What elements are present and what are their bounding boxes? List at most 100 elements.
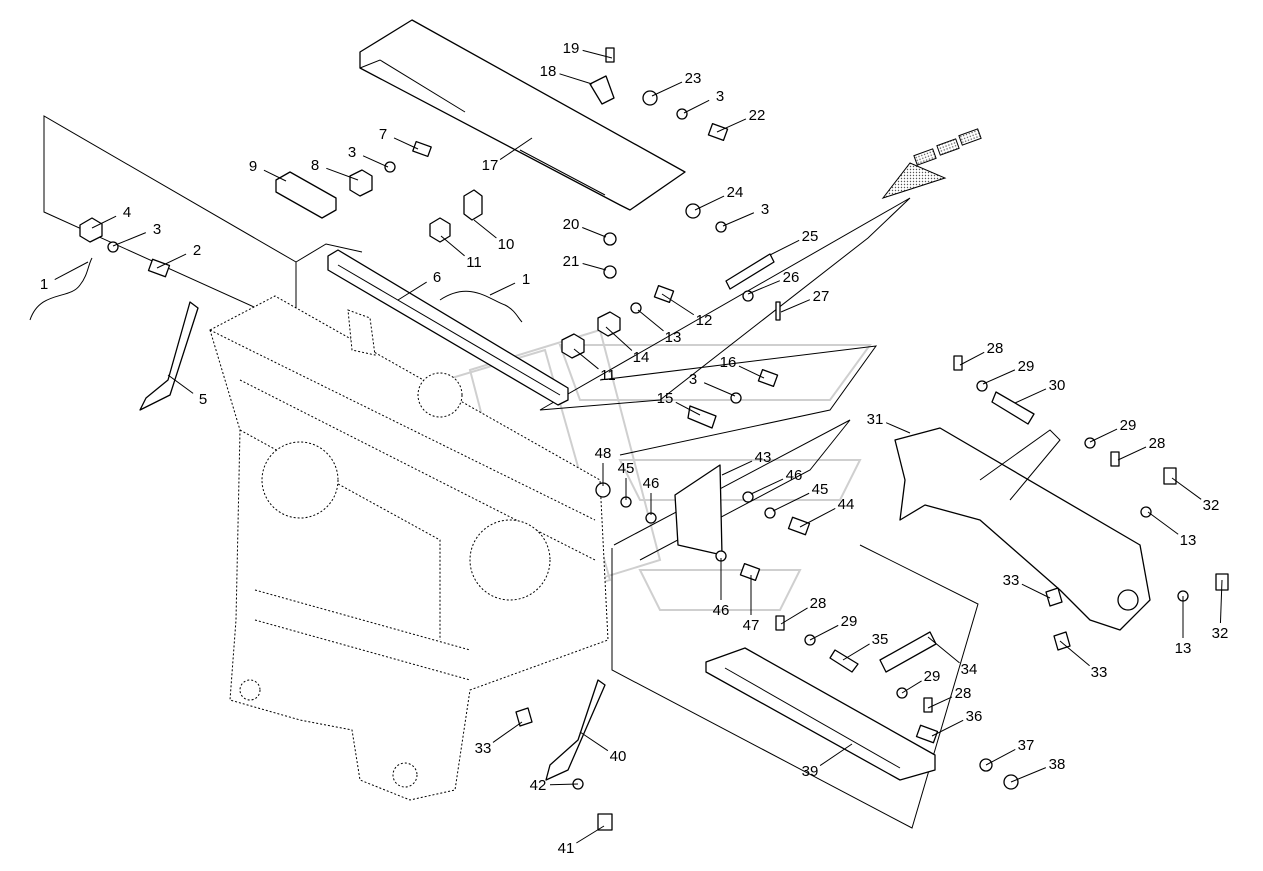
part-6-rail — [327, 249, 569, 406]
leader-line-c35 — [842, 643, 870, 661]
callout-c45b: 45 — [812, 481, 829, 498]
callout-c3e: 3 — [689, 371, 697, 388]
leader-line-c32b — [1219, 579, 1223, 624]
callout-c47: 47 — [743, 617, 760, 634]
leader-line-c18 — [559, 73, 593, 85]
leader-line-c29d — [901, 680, 922, 694]
leader-line-c42 — [549, 783, 579, 786]
callout-c29d: 29 — [924, 668, 941, 685]
callout-c1b: 1 — [522, 271, 530, 288]
leader-line-c22 — [716, 118, 747, 133]
callout-c45a: 45 — [618, 460, 635, 477]
callout-c44: 44 — [838, 496, 855, 513]
callout-c5: 5 — [199, 391, 207, 408]
part-17-cover — [359, 19, 686, 211]
leader-line-c15 — [675, 401, 701, 416]
leader-line-c32a — [1171, 477, 1202, 500]
leader-line-c28b — [1117, 446, 1147, 461]
callout-c42: 42 — [530, 777, 547, 794]
leader-line-c27 — [780, 299, 811, 313]
part-25-pin — [725, 253, 775, 290]
callout-c11b: 11 — [600, 367, 616, 384]
callout-c46c: 46 — [713, 602, 730, 619]
part-30-tube — [991, 391, 1035, 425]
callout-c24: 24 — [727, 184, 744, 201]
callout-c19: 19 — [563, 40, 580, 57]
callout-c3a: 3 — [716, 88, 724, 105]
callout-c12: 12 — [696, 312, 713, 329]
callout-c26: 26 — [783, 269, 800, 286]
part-39-shield — [705, 647, 936, 781]
callout-c14: 14 — [633, 349, 650, 366]
callout-c13a: 13 — [665, 329, 682, 346]
callout-c15: 15 — [657, 390, 674, 407]
leader-line-c3a — [683, 99, 710, 114]
part-14-plate — [597, 311, 621, 337]
leader-line-c39 — [819, 743, 853, 767]
leader-line-c7 — [393, 137, 419, 150]
leader-line-c28c — [780, 607, 808, 625]
leader-line-c26 — [747, 280, 781, 295]
leader-line-c14 — [605, 326, 633, 351]
leader-line-c1a — [54, 261, 89, 280]
callout-c46b: 46 — [786, 467, 803, 484]
callout-c3b: 3 — [348, 144, 356, 161]
direction-arrow-icon — [881, 128, 982, 199]
leader-line-c40 — [579, 731, 609, 752]
leader-line-c6 — [397, 281, 427, 301]
callout-c30: 30 — [1049, 377, 1066, 394]
part-1-cable-left — [29, 257, 93, 321]
leader-line-c13a — [637, 309, 664, 332]
leader-line-c28a — [959, 351, 985, 366]
part-8-clip — [349, 169, 373, 197]
callout-c27: 27 — [813, 288, 830, 305]
callout-c40: 40 — [610, 748, 627, 765]
leader-line-c45b — [772, 492, 810, 512]
callout-c38: 38 — [1049, 756, 1066, 773]
leader-line-c36 — [931, 719, 964, 737]
leader-line-c10 — [473, 219, 497, 239]
part-9-bracket — [275, 171, 337, 219]
callout-c4: 4 — [123, 204, 131, 221]
leader-line-c11b — [573, 348, 599, 370]
callout-c46a: 46 — [643, 475, 660, 492]
leader-line-c33b — [1059, 640, 1090, 667]
leader-line-c33c — [492, 721, 523, 743]
callout-c43: 43 — [755, 449, 772, 466]
part-4-clip — [79, 217, 103, 243]
part-1-cable-right — [439, 290, 523, 323]
callout-c16: 16 — [720, 354, 737, 371]
leader-line-c4 — [91, 215, 117, 229]
callout-c31: 31 — [867, 411, 884, 428]
part-35-tube — [829, 649, 859, 673]
callout-c33b: 33 — [1091, 664, 1108, 681]
callout-c33c: 33 — [475, 740, 492, 757]
callout-c9: 9 — [249, 158, 257, 175]
leader-line-c3e — [703, 382, 736, 397]
callout-c29b: 29 — [1120, 417, 1137, 434]
leader-line-c5 — [167, 374, 194, 394]
callout-c10: 10 — [498, 236, 515, 253]
callout-c8: 8 — [311, 157, 319, 174]
callout-c33a: 33 — [1003, 572, 1020, 589]
callout-c11a: 11 — [466, 254, 482, 271]
leader-line-c20 — [582, 227, 607, 238]
callout-c37: 37 — [1018, 737, 1035, 754]
leader-line-c25 — [769, 239, 800, 256]
leader-line-c17 — [499, 137, 533, 161]
callout-c28b: 28 — [1149, 435, 1166, 452]
callout-c48: 48 — [595, 445, 612, 462]
callout-c17: 17 — [482, 157, 499, 174]
callout-c13c: 13 — [1175, 640, 1192, 657]
leader-line-c37 — [985, 749, 1016, 766]
leader-line-c33a — [1021, 583, 1051, 599]
leader-line-c44 — [799, 508, 836, 528]
callout-c2: 2 — [193, 242, 201, 259]
leader-line-c16 — [738, 365, 765, 379]
callout-c32b: 32 — [1212, 625, 1229, 642]
leader-line-c2 — [156, 253, 187, 269]
callout-c3d: 3 — [153, 221, 161, 238]
leader-line-c11a — [440, 235, 465, 257]
part-34-tube — [879, 631, 937, 673]
